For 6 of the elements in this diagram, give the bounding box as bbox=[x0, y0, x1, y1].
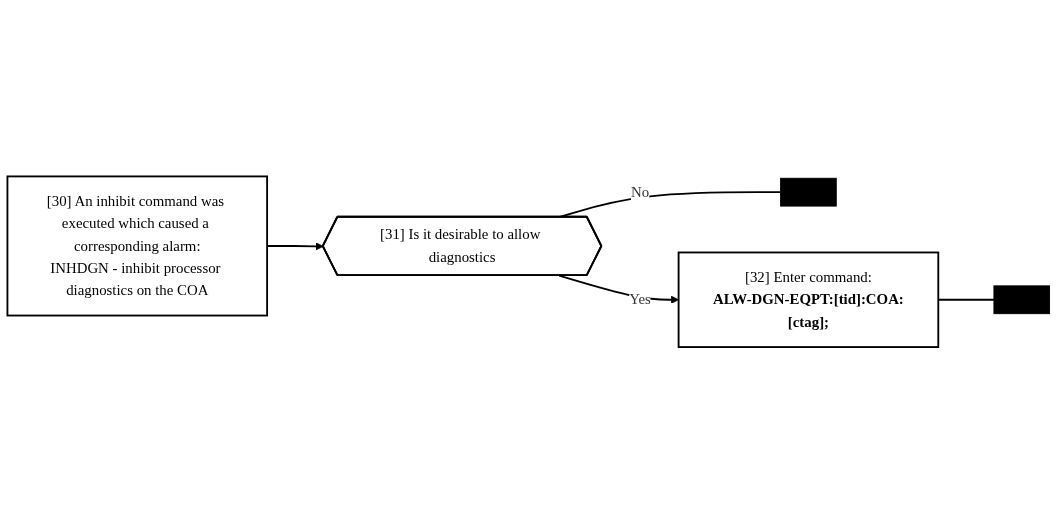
node-bar bbox=[993, 285, 1051, 315]
node-box: [32] Enter command: ALW-DGN-EQPT:[tid]:COA:[ctag]; bbox=[677, 251, 940, 349]
node-box: [30] An inhibit command was executed which caused a corresponding alarm: INHDGN - inhibit processor diagnostics on the COA bbox=[6, 175, 269, 317]
node-bar bbox=[780, 178, 837, 207]
edge-label: No bbox=[630, 184, 650, 200]
edge-label: Yes bbox=[629, 291, 651, 308]
